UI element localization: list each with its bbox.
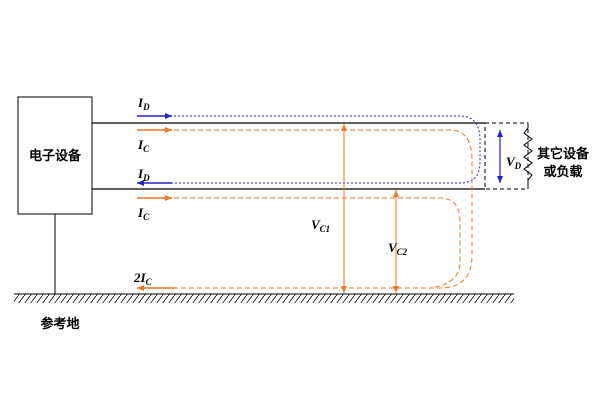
2ic-ground-label: 2IC <box>133 270 153 287</box>
electronic-device-label: 电子设备 <box>29 148 82 164</box>
id-top-label: ID <box>137 95 150 112</box>
electronic-device-box <box>17 96 93 215</box>
vc2-label: VC2 <box>388 240 408 257</box>
ic-top-label: IC <box>137 137 150 154</box>
common-current-upper-path <box>150 129 473 289</box>
differential-current-loop <box>150 115 481 184</box>
reference-ground <box>14 294 514 303</box>
vc1-label: VC1 <box>311 217 330 234</box>
common-current-lower-path <box>150 197 461 289</box>
ground-label: 参考地 <box>40 316 79 332</box>
id-bottom-label: ID <box>137 166 150 183</box>
other-device-label-line2: 或负载 <box>543 164 582 180</box>
ic-bottom-label: IC <box>137 205 150 222</box>
vd-label: VD <box>506 154 522 171</box>
other-device-label-line1: 其它设备 <box>537 146 590 162</box>
load-impedance <box>523 123 533 189</box>
other-device-box <box>484 122 529 190</box>
